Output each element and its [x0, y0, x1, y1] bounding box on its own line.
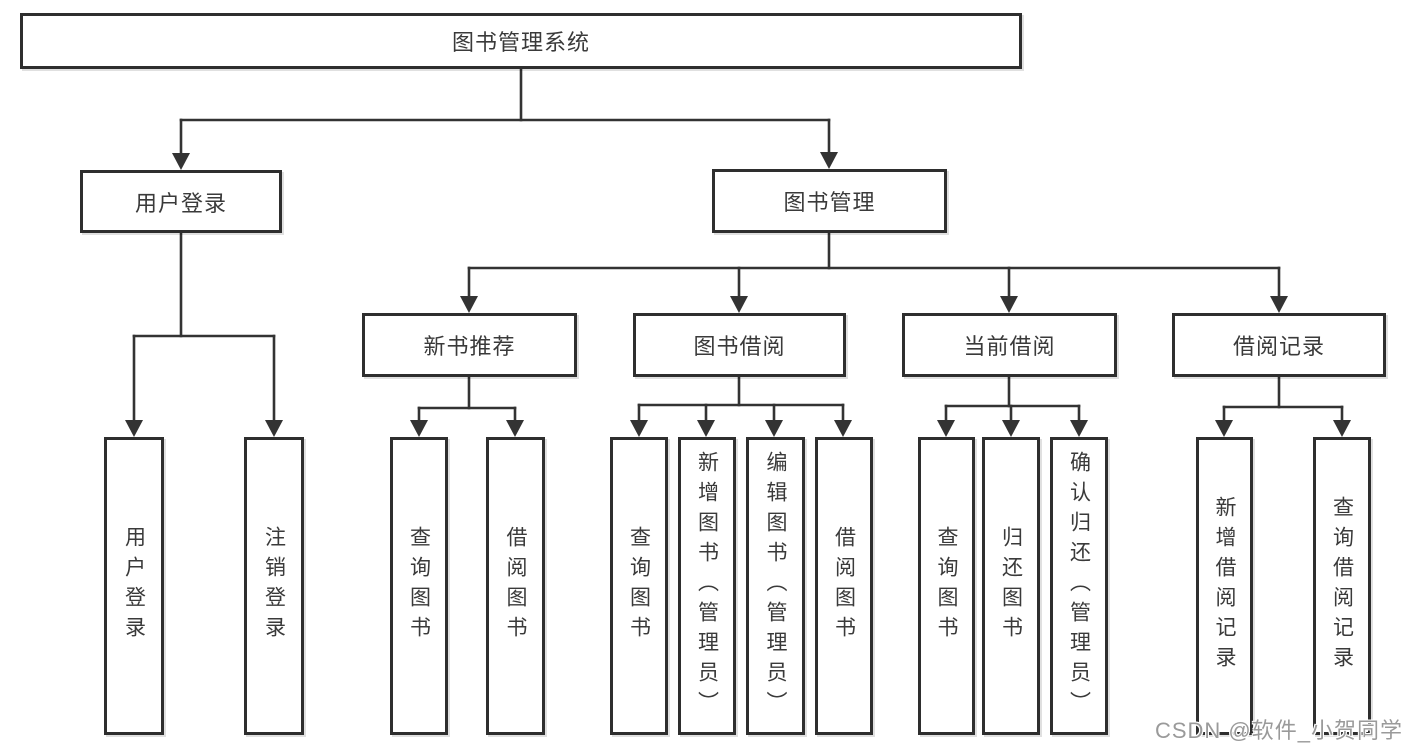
- leaf-label: 归还图书: [999, 526, 1023, 646]
- leaf-borrow-books-1: 借阅图书: [486, 437, 545, 735]
- arrowhead-down-icon: [506, 420, 524, 437]
- node-label: 新书推荐: [423, 334, 516, 359]
- leaf-label: 确认归还（管理员）: [1067, 451, 1091, 721]
- arrowhead-down-icon: [125, 420, 143, 437]
- leaf-label: 编辑图书（管理员）: [764, 451, 787, 721]
- arrowhead-down-icon: [460, 296, 478, 313]
- arrowhead-down-icon: [1270, 296, 1288, 313]
- leaf-query-borrow-record: 查询借阅记录: [1313, 437, 1371, 735]
- arrowhead-down-icon: [265, 420, 283, 437]
- arrowhead-down-icon: [410, 420, 428, 437]
- arrowhead-down-icon: [730, 296, 748, 313]
- arrowhead-down-icon: [937, 420, 955, 437]
- node-new-book-recommend: 新书推荐: [362, 313, 577, 377]
- leaf-query-books-2: 查询图书: [610, 437, 668, 735]
- node-label: 图书借阅: [693, 334, 786, 359]
- node-label: 图书管理: [783, 190, 876, 215]
- arrowhead-down-icon: [834, 420, 852, 437]
- leaf-label: 查询图书: [627, 526, 651, 646]
- node-current-borrowing: 当前借阅: [902, 313, 1117, 377]
- node-borrow-records: 借阅记录: [1172, 313, 1386, 377]
- arrowhead-down-icon: [765, 420, 783, 437]
- leaf-label: 借阅图书: [832, 526, 856, 646]
- leaf-label: 查询借阅记录: [1330, 496, 1354, 676]
- leaf-confirm-return-admin: 确认归还（管理员）: [1050, 437, 1108, 735]
- leaf-label: 用户登录: [122, 526, 146, 646]
- node-label: 用户登录: [134, 190, 227, 216]
- arrowhead-down-icon: [1333, 420, 1351, 437]
- leaf-query-books-1: 查询图书: [390, 437, 448, 735]
- node-label: 当前借阅: [963, 334, 1056, 359]
- leaf-label: 查询图书: [407, 526, 431, 646]
- csdn-watermark: CSDN @软件_小贺同学: [1154, 718, 1403, 743]
- leaf-add-borrow-record: 新增借阅记录: [1196, 437, 1253, 735]
- leaf-query-books-3: 查询图书: [918, 437, 975, 735]
- leaf-add-books-admin: 新增图书（管理员）: [678, 437, 736, 735]
- arrowhead-down-icon: [1215, 420, 1233, 437]
- leaf-label: 查询图书: [935, 526, 958, 646]
- leaf-label: 借阅图书: [504, 526, 527, 646]
- node-book-management: 图书管理: [712, 169, 947, 233]
- arrowhead-down-icon: [1070, 420, 1088, 437]
- leaf-label: 新增借阅记录: [1213, 496, 1236, 676]
- node-label: 借阅记录: [1232, 334, 1325, 359]
- node-book-borrowing: 图书借阅: [633, 313, 846, 377]
- arrowhead-down-icon: [630, 420, 648, 437]
- arrowhead-down-icon: [820, 152, 838, 169]
- leaf-label: 新增图书（管理员）: [695, 451, 719, 721]
- leaf-logout: 注销登录: [244, 437, 304, 735]
- node-user-login: 用户登录: [80, 170, 282, 233]
- arrowhead-down-icon: [1000, 296, 1018, 313]
- arrowhead-down-icon: [172, 153, 190, 170]
- node-library-management-system: 图书管理系统: [20, 13, 1022, 69]
- node-label: 图书管理系统: [451, 30, 590, 55]
- leaf-label: 注销登录: [262, 526, 286, 646]
- arrowhead-down-icon: [697, 420, 715, 437]
- leaf-borrow-books-2: 借阅图书: [815, 437, 873, 735]
- leaf-user-login: 用户登录: [104, 437, 164, 735]
- leaf-edit-books-admin: 编辑图书（管理员）: [746, 437, 805, 735]
- leaf-return-books: 归还图书: [982, 437, 1040, 735]
- arrowhead-down-icon: [1002, 420, 1020, 437]
